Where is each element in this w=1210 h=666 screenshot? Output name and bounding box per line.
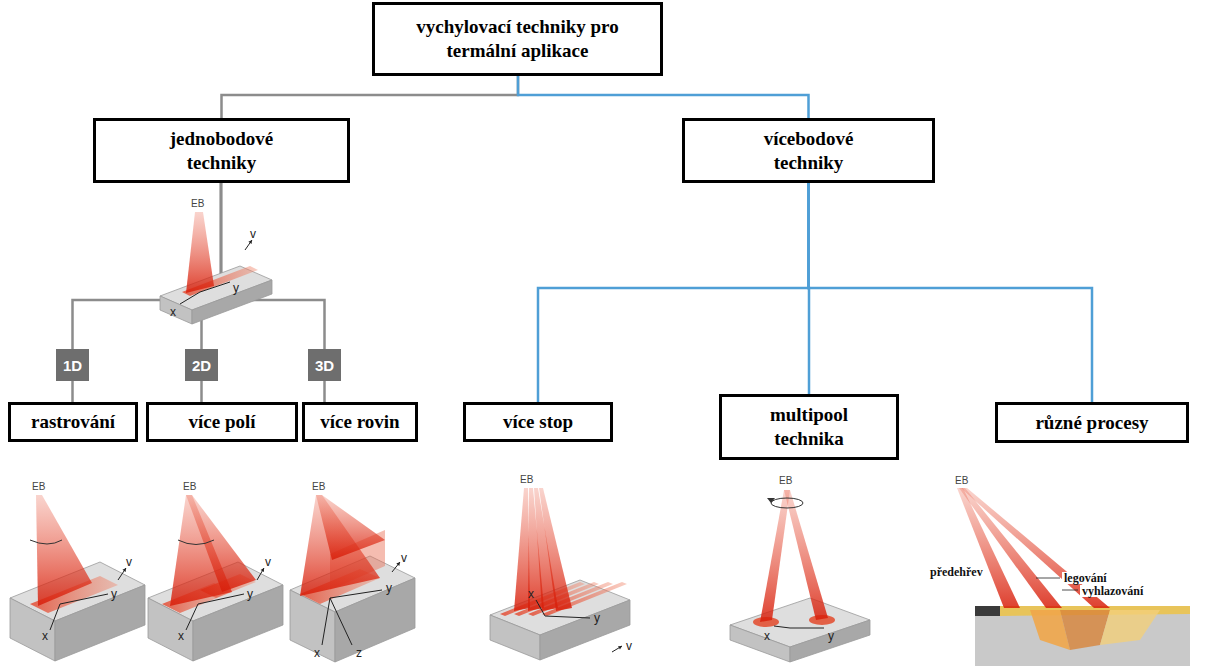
tree-connector — [200, 381, 203, 402]
technique-box: různé procesy — [995, 402, 1189, 443]
tree-connector — [809, 183, 1093, 402]
beam-label: EB — [955, 476, 968, 486]
node-text: rastrování — [31, 410, 115, 434]
tree-connector — [73, 183, 222, 349]
technique-box: více polí — [146, 402, 298, 442]
node-text: více polí — [188, 410, 255, 434]
process-label: vyhlazování — [1080, 585, 1145, 597]
node-text: multipool technika — [749, 403, 869, 451]
axis-label: y — [594, 612, 600, 624]
axis-label: v — [126, 556, 132, 568]
beam-label: EB — [191, 199, 204, 209]
process-label: předehřev — [928, 566, 985, 578]
axis-label: v — [401, 552, 407, 564]
node-text: 2D — [192, 357, 211, 374]
dimension-tag: 2D — [185, 349, 218, 381]
node-text: jednobodové techniky — [147, 127, 297, 175]
node-text: 1D — [63, 357, 82, 374]
technique-box: více stop — [463, 402, 613, 442]
axis-label: x — [314, 647, 320, 659]
axis-label: y — [828, 630, 834, 642]
axis-label: y — [386, 582, 392, 594]
dimension-tag: 3D — [308, 349, 341, 381]
axis-label: y — [247, 588, 253, 600]
node-text: různé procesy — [1035, 411, 1148, 435]
beam-label: EB — [520, 475, 533, 485]
technique-box: multipool technika — [719, 394, 899, 460]
tree-connector — [71, 381, 74, 402]
tree-connector — [221, 183, 325, 349]
node-text: vychylovací techniky pro termální aplika… — [408, 15, 628, 63]
node-text: 3D — [315, 357, 334, 374]
beam-label: EB — [779, 476, 792, 486]
root-box: vychylovací techniky pro termální aplika… — [372, 2, 663, 76]
beam-label: EB — [183, 482, 196, 492]
tree-connector — [538, 183, 809, 402]
axis-label: v — [265, 556, 271, 568]
tree-connector — [518, 76, 809, 118]
axis-label: x — [170, 306, 176, 318]
axis-label: y — [233, 282, 239, 294]
beam-label: EB — [312, 482, 325, 492]
axis-label: y — [111, 588, 117, 600]
node-text: vícebodové techniky — [734, 127, 884, 175]
axis-label: x — [764, 630, 770, 642]
axis-label: z — [356, 647, 362, 659]
process-label: legování — [1062, 572, 1109, 584]
beam-label: EB — [32, 482, 45, 492]
tree-connector — [222, 76, 519, 118]
dimension-tag: 1D — [56, 349, 89, 381]
axis-label: v — [250, 228, 256, 240]
axis-label: x — [528, 588, 534, 600]
tree-connector — [323, 381, 326, 402]
axis-label: v — [626, 640, 632, 652]
technique-box: více rovin — [302, 402, 418, 442]
axis-label: x — [42, 630, 48, 642]
axis-label: x — [178, 630, 184, 642]
node-text: více rovin — [320, 410, 399, 434]
category-box: vícebodové techniky — [682, 118, 935, 183]
node-text: více stop — [503, 410, 573, 434]
category-box: jednobodové techniky — [93, 118, 350, 183]
technique-box: rastrování — [8, 402, 138, 442]
